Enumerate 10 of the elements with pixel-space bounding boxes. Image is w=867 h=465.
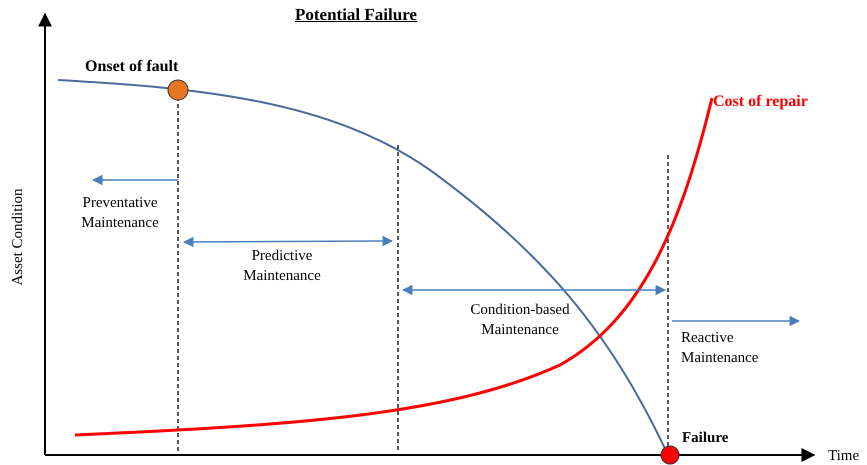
point-label: Onset of fault xyxy=(85,57,178,77)
phase-label: Condition-based Maintenance xyxy=(469,301,571,340)
phase-label: Preventative Maintenance xyxy=(80,194,160,233)
phase-label: Predictive Maintenance xyxy=(242,247,322,286)
curve-label: Cost of repair xyxy=(713,92,808,112)
axis-title: Asset Condition xyxy=(9,187,27,288)
axis-title: Time xyxy=(828,447,860,465)
phase-label: Reactive Maintenance xyxy=(681,329,760,368)
point-label: Failure xyxy=(682,429,728,448)
chart-title: Potential Failure xyxy=(295,5,417,25)
